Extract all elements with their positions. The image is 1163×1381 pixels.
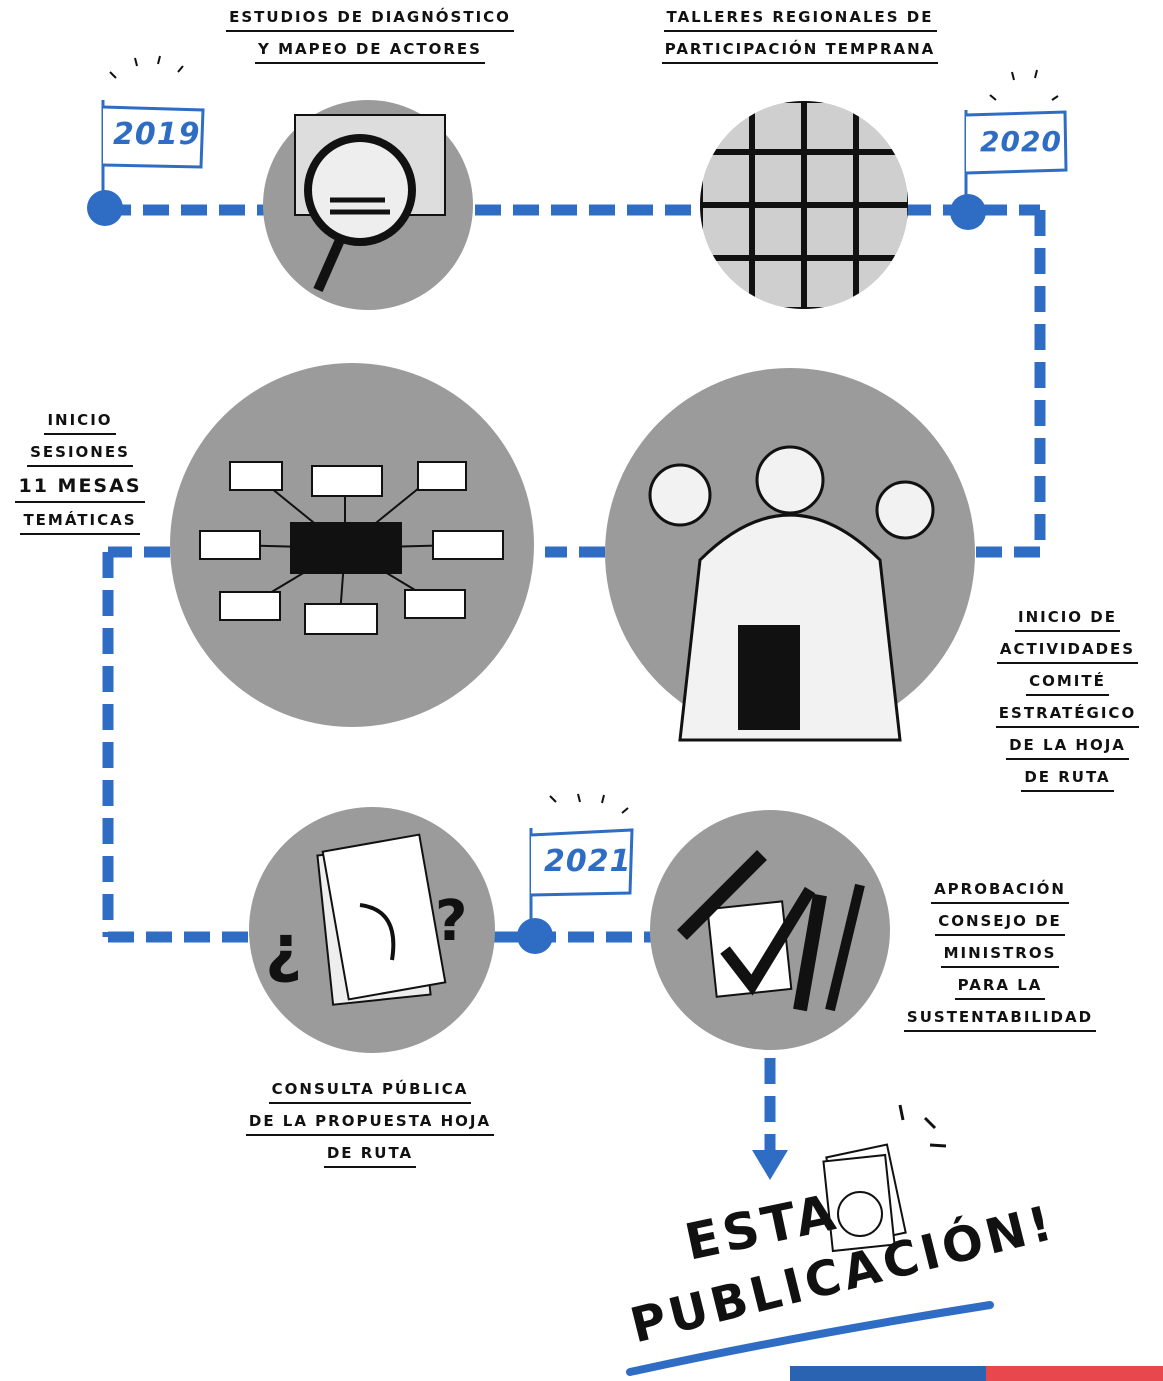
svg-text:¿: ¿ — [265, 912, 302, 986]
flag-2019 — [101, 55, 205, 195]
label-talleres-line2: PARTICIPACIÓN TEMPRANA — [661, 42, 939, 64]
svg-text:?: ? — [435, 889, 467, 954]
label-estudios-line1: ESTUDIOS DE DIAGNÓSTICO — [226, 10, 514, 32]
year-2021-label: 2021 — [544, 844, 632, 879]
label-aprobacion: APROBACIÓN CONSEJO DE MINISTROS PARA LA … — [895, 882, 1105, 1042]
year-2019-label: 2019 — [113, 117, 201, 152]
down-arrow-icon — [752, 1150, 788, 1180]
label-consulta-line3: DE RUTA — [323, 1146, 417, 1168]
label-aprobacion-line2: CONSEJO DE — [935, 914, 1065, 936]
publication-icon — [822, 1104, 947, 1253]
magnifier-icon — [263, 100, 473, 310]
timeline-path — [102, 204, 1046, 1150]
label-comite-line4: ESTRATÉGICO — [995, 706, 1140, 728]
label-mesas-line3: 11 MESAS — [15, 477, 145, 503]
video-call-grid-icon — [700, 101, 908, 309]
label-comite-line5: DE LA HOJA — [1006, 738, 1129, 760]
label-aprobacion-line5: SUSTENTABILIDAD — [903, 1010, 1097, 1032]
label-mesas: INICIO SESIONES 11 MESAS TEMÁTICAS — [5, 413, 155, 545]
footer-stripe-red — [986, 1366, 1163, 1381]
label-talleres: TALLERES REGIONALES DE PARTICIPACIÓN TEM… — [645, 10, 955, 74]
document-question-icon: ¿ ? — [249, 807, 495, 1053]
label-consulta-line2: DE LA PROPUESTA HOJA — [245, 1114, 495, 1136]
label-comite-line1: INICIO DE — [1015, 610, 1120, 632]
label-consulta: CONSULTA PÚBLICA DE LA PROPUESTA HOJA DE… — [225, 1082, 515, 1178]
timeline-dot-2019 — [87, 190, 123, 226]
label-mesas-line1: INICIO — [44, 413, 116, 435]
group-people-icon — [605, 368, 975, 742]
label-comite-line3: COMITÉ — [1026, 674, 1109, 696]
label-consulta-line1: CONSULTA PÚBLICA — [268, 1082, 472, 1104]
label-comite-line2: ACTIVIDADES — [996, 642, 1139, 664]
footer-stripe-blue — [790, 1366, 986, 1381]
network-icon — [170, 363, 534, 727]
label-talleres-line1: TALLERES REGIONALES DE — [663, 10, 937, 32]
label-aprobacion-line1: APROBACIÓN — [931, 882, 1069, 904]
label-aprobacion-line4: PARA LA — [954, 978, 1046, 1000]
flag-2020 — [964, 69, 1068, 198]
label-aprobacion-line3: MINISTROS — [940, 946, 1060, 968]
label-comite: INICIO DE ACTIVIDADES COMITÉ ESTRATÉGICO… — [985, 610, 1150, 802]
label-mesas-line4: TEMÁTICAS — [20, 513, 140, 535]
flag-2021 — [529, 793, 634, 922]
timeline-dot-2020 — [950, 194, 986, 230]
final-underline — [626, 1301, 994, 1376]
year-2020-label: 2020 — [980, 125, 1062, 158]
timeline-dot-2021 — [517, 918, 553, 954]
label-comite-line6: DE RUTA — [1021, 770, 1114, 792]
label-estudios-line2: Y MAPEO DE ACTORES — [255, 42, 485, 64]
label-mesas-line2: SESIONES — [27, 445, 133, 467]
label-estudios: ESTUDIOS DE DIAGNÓSTICO Y MAPEO DE ACTOR… — [225, 10, 515, 74]
checkmark-pens-icon — [650, 810, 890, 1050]
